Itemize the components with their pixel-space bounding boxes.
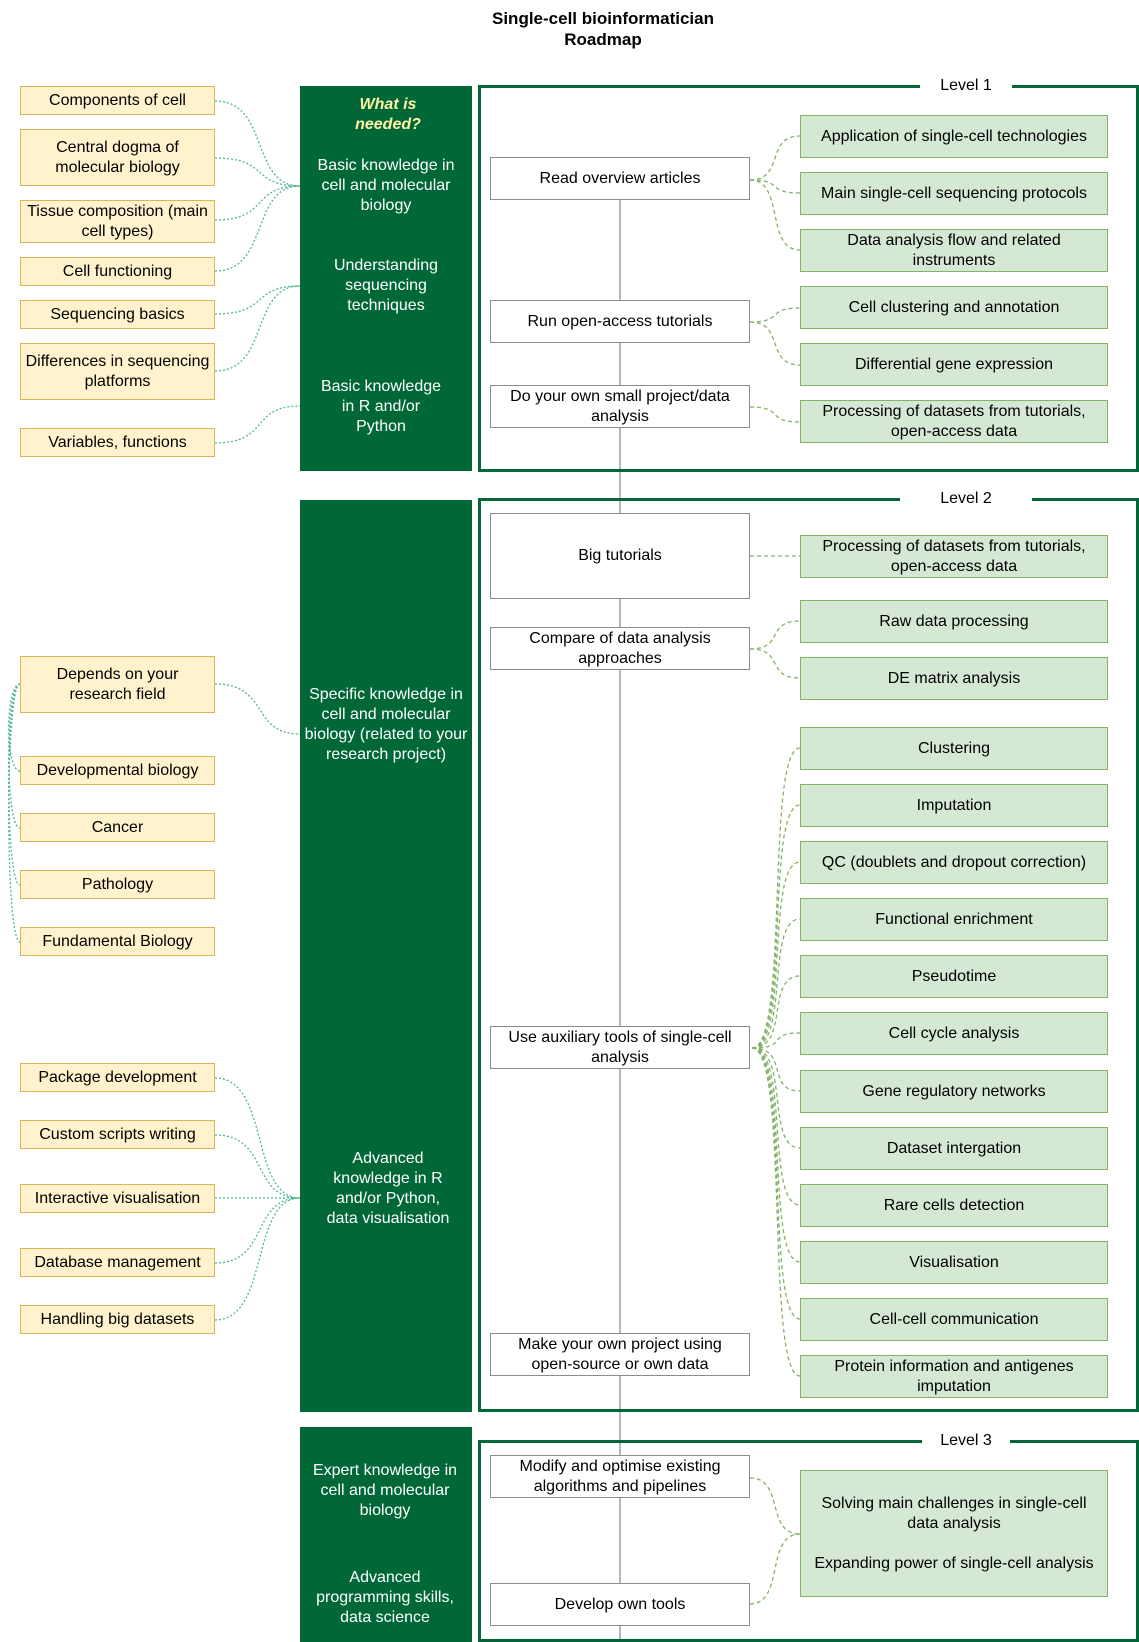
level-1-label: Level 1	[920, 76, 1012, 96]
outcome-protein-antigenes: Protein information and antigenes imputa…	[800, 1355, 1108, 1398]
step-compare-approaches: Compare of data analysis approaches	[490, 627, 750, 670]
step-own-small-project: Do your own small project/data analysis	[490, 385, 750, 428]
prereq-database-management: Database management	[20, 1248, 215, 1277]
step-modify-optimise: Modify and optimise existing algorithms …	[490, 1455, 750, 1498]
level-3-frame	[478, 1440, 1139, 1642]
need-basic-cell: Basic knowledge in cell and molecular bi…	[317, 157, 455, 214]
outcome-qc: QC (doublets and dropout correction)	[800, 841, 1108, 884]
outcome-clustering-annotation: Cell clustering and annotation	[800, 286, 1108, 329]
outcome-functional-enrichment: Functional enrichment	[800, 898, 1108, 941]
prereq-central-dogma: Central dogma of molecular biology	[20, 129, 215, 186]
step-auxiliary-tools: Use auxiliary tools of single-cell analy…	[490, 1026, 750, 1069]
outcome-dataset-integration: Dataset intergation	[800, 1127, 1108, 1170]
need-advanced-r: Advanced knowledge in R and/or Python, d…	[326, 1150, 450, 1227]
prereq-components-of-cell: Components of cell	[20, 86, 215, 115]
outcome-clustering: Clustering	[800, 727, 1108, 770]
outcome-expanding-power: Expanding power of single-cell analysis	[814, 1554, 1094, 1572]
outcome-visualisation: Visualisation	[800, 1241, 1108, 1284]
diagram-title: Single-cell bioinformatician Roadmap	[0, 8, 1139, 50]
outcome-cell-cycle: Cell cycle analysis	[800, 1012, 1108, 1055]
outcome-analysis-flow: Data analysis flow and related instrumen…	[800, 229, 1108, 272]
prereq-pathology: Pathology	[20, 870, 215, 899]
what-is-needed-heading: What is needed?	[355, 96, 421, 133]
step-big-tutorials: Big tutorials	[490, 513, 750, 599]
outcome-level3-challenges: Solving main challenges in single-cell d…	[800, 1470, 1108, 1597]
outcome-de-matrix: DE matrix analysis	[800, 657, 1108, 700]
prereq-sequencing-basics: Sequencing basics	[20, 300, 215, 329]
outcome-imputation: Imputation	[800, 784, 1108, 827]
prereq-sequencing-platforms: Differences in sequencing platforms	[20, 343, 215, 400]
prereq-fundamental-biology: Fundamental Biology	[20, 927, 215, 956]
prereq-package-development: Package development	[20, 1063, 215, 1092]
needed-column-level3	[300, 1427, 472, 1642]
outcome-cell-communication: Cell-cell communication	[800, 1298, 1108, 1341]
outcome-differential-expression: Differential gene expression	[800, 343, 1108, 386]
need-basic-r: Basic knowledge in R and/or Python	[320, 378, 442, 435]
needed-column-level2	[300, 500, 472, 1412]
prereq-depends-research-field: Depends on your research field	[20, 656, 215, 713]
need-advanced-prog: Advanced programming skills, data scienc…	[316, 1569, 454, 1626]
need-expert-cell: Expert knowledge in cell and molecular b…	[312, 1462, 458, 1519]
need-specific-cell: Specific knowledge in cell and molecular…	[304, 686, 468, 763]
outcome-solving-challenges: Solving main challenges in single-cell d…	[821, 1494, 1087, 1532]
prereq-custom-scripts: Custom scripts writing	[20, 1120, 215, 1149]
prereq-big-datasets: Handling big datasets	[20, 1305, 215, 1334]
outcome-raw-data: Raw data processing	[800, 600, 1108, 643]
title-line-1: Single-cell bioinformatician	[492, 9, 714, 28]
level-2-label: Level 2	[900, 489, 1032, 509]
level-3-label: Level 3	[922, 1431, 1010, 1451]
prereq-cancer: Cancer	[20, 813, 215, 842]
step-develop-tools: Develop own tools	[490, 1583, 750, 1626]
step-run-tutorials: Run open-access tutorials	[490, 300, 750, 343]
need-sequencing: Understanding sequencing techniques	[333, 257, 439, 314]
prereq-tissue-composition: Tissue composition (main cell types)	[20, 200, 215, 243]
outcome-pseudotime: Pseudotime	[800, 955, 1108, 998]
outcome-protocols: Main single-cell sequencing protocols	[800, 172, 1108, 215]
title-line-2: Roadmap	[564, 30, 642, 49]
outcome-rare-cells: Rare cells detection	[800, 1184, 1108, 1227]
prereq-cell-functioning: Cell functioning	[20, 257, 215, 286]
prereq-developmental-biology: Developmental biology	[20, 756, 215, 785]
outcome-processing-level1: Processing of datasets from tutorials, o…	[800, 400, 1108, 443]
step-read-overview: Read overview articles	[490, 157, 750, 200]
step-own-project: Make your own project using open-source …	[490, 1333, 750, 1376]
outcome-gene-regulatory: Gene regulatory networks	[800, 1070, 1108, 1113]
prereq-interactive-visualisation: Interactive visualisation	[20, 1184, 215, 1213]
outcome-processing-level2: Processing of datasets from tutorials, o…	[800, 535, 1108, 578]
level-2-frame	[478, 498, 1139, 1412]
needed-column-level1	[300, 86, 472, 471]
level-1-frame	[478, 85, 1139, 472]
outcome-application: Application of single-cell technologies	[800, 115, 1108, 158]
prereq-variables-functions: Variables, functions	[20, 428, 215, 457]
